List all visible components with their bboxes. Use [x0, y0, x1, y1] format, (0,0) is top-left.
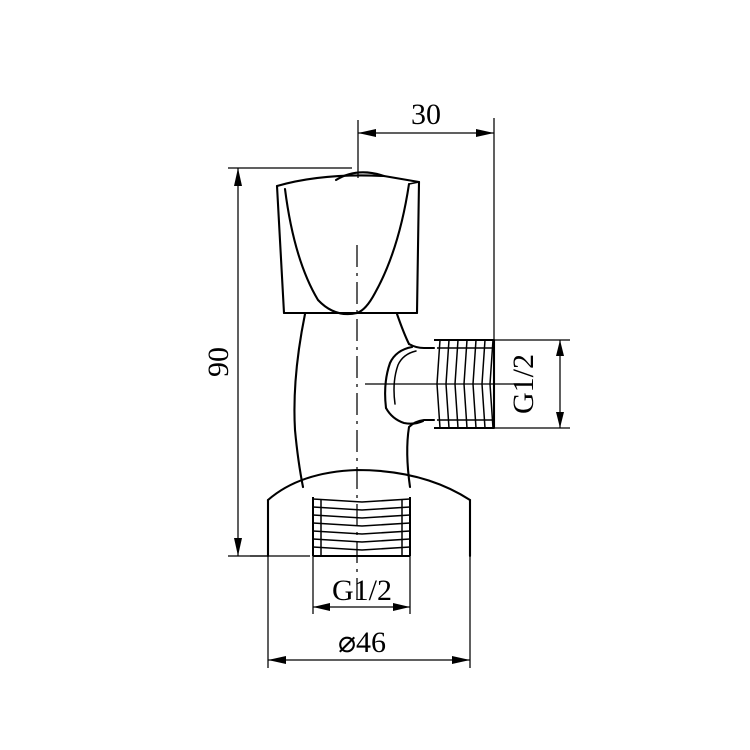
handle-knob	[275, 171, 421, 316]
body-upper-right-flare	[407, 342, 436, 350]
dimension-30: 30	[357, 98, 495, 340]
handle-front-right-curve	[355, 182, 411, 315]
dimG12r-label: G1/2	[507, 354, 540, 414]
handle-shoulder-notch	[408, 181, 420, 185]
handle-right-edge	[415, 180, 421, 315]
dimG12b-label: G1/2	[332, 574, 392, 607]
dim90-arrow-top	[234, 168, 242, 186]
base-flange	[266, 468, 472, 558]
dim30-arrow-left	[358, 129, 376, 137]
dim46-arrow-right	[452, 656, 470, 664]
dimension-base-diameter: ⌀46	[267, 556, 471, 668]
inlet-thread	[312, 497, 411, 557]
dim90-arrow-bottom	[234, 538, 242, 556]
valve-body	[384, 342, 436, 489]
dim30-label: 30	[411, 98, 441, 131]
handle-left-edge	[275, 184, 286, 315]
dim46-label: ⌀46	[338, 626, 386, 659]
valve-stem-neck	[293, 312, 411, 489]
neck-right-contour	[395, 312, 411, 346]
dim30-arrow-right	[476, 129, 494, 137]
dimension-outlet-thread: G1/2	[494, 339, 570, 429]
flange-dome	[266, 468, 472, 502]
dim46-arrow-left	[268, 656, 286, 664]
outlet-boss-curve-upper	[384, 345, 414, 410]
body-lower-right-flare	[406, 418, 436, 489]
handle-front-left-curve	[283, 187, 359, 316]
dimG12b-arrow-left	[313, 603, 330, 611]
dimG12b-arrow-right	[393, 603, 410, 611]
dimG12r-arrow-top	[556, 340, 564, 356]
dimension-inlet-thread: G1/2	[312, 556, 411, 614]
outlet-boss-curve-lower	[384, 406, 425, 425]
dim90-label: 90	[202, 347, 235, 377]
outlet-thread-crests	[436, 339, 494, 429]
handle-top-rim	[275, 174, 421, 188]
outlet-thread	[434, 338, 496, 430]
centerlines	[356, 245, 520, 600]
inlet-thread-turns	[312, 498, 411, 557]
outlet-boss-curve-inner	[393, 350, 417, 405]
dimension-90: 90	[202, 167, 352, 557]
dimG12r-arrow-bottom	[556, 412, 564, 428]
neck-left-contour	[293, 312, 307, 489]
